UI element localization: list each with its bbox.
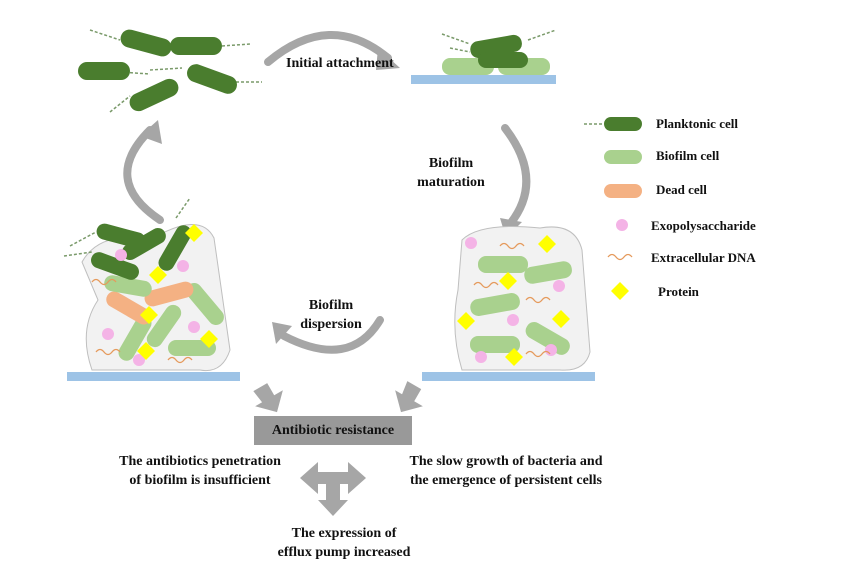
- protein-icon: [611, 282, 629, 300]
- outcome-efflux-pump: The expression of efflux pump increased: [277, 526, 411, 560]
- stage-biofilm-maturation: Biofilm maturation: [417, 156, 485, 190]
- biofilm-cell: [186, 282, 224, 326]
- biofilm-cell: [478, 256, 528, 273]
- extracellular-dna-strands: [473, 242, 551, 358]
- arrow-left-in: [253, 383, 283, 413]
- cross-arrow: [300, 462, 366, 516]
- planktonic-cell: [158, 225, 192, 271]
- resistance-arrows: [253, 381, 423, 413]
- initial-attachment-group: [411, 29, 557, 84]
- arrow-right-in: [395, 381, 423, 413]
- legend-label-protein: Protein: [658, 284, 699, 299]
- extracellular-dna-strands: [91, 278, 193, 364]
- biofilm-cell-icon: [604, 150, 642, 164]
- planktonic-cell: [478, 52, 528, 68]
- dispersing-biofilm-group: [63, 197, 240, 381]
- biofilm-cell: [118, 315, 152, 361]
- stage-initial-attachment: Initial attachment: [286, 56, 394, 71]
- planktonic-cell: [170, 37, 222, 55]
- arrow-biofilm-dispersion: [280, 316, 384, 354]
- mature-biofilm-group: [422, 226, 595, 381]
- arrow-initial-attachment: [264, 30, 392, 66]
- legend-label-planktonic: Planktonic cell: [656, 116, 738, 131]
- arrow-biofilm-maturation: [501, 124, 531, 228]
- protein-markers: [457, 235, 570, 366]
- biofilm-cell: [470, 336, 520, 353]
- legend-label-exopolysaccharide: Exopolysaccharide: [651, 218, 756, 233]
- exopolysaccharide-icon: [616, 219, 628, 231]
- legend-label-dead: Dead cell: [656, 182, 707, 197]
- stage-biofilm-dispersion: Biofilm dispersion: [300, 298, 362, 332]
- biofilm-cell: [525, 322, 570, 355]
- cycle-arrows: [123, 30, 531, 354]
- dead-cell-icon: [604, 184, 642, 198]
- substrate: [67, 372, 240, 381]
- substrate: [422, 372, 595, 381]
- exopolysaccharide-dots: [465, 237, 565, 363]
- extracellular-dna-icon: [607, 253, 633, 261]
- biofilm-cell: [524, 261, 572, 284]
- planktonic-cell: [129, 78, 179, 112]
- biofilm-cell: [146, 304, 182, 348]
- antibiotic-resistance-box: Antibiotic resistance: [254, 416, 412, 445]
- legend-icons: [584, 117, 642, 300]
- dead-cell: [106, 291, 152, 325]
- dead-cell: [144, 281, 194, 307]
- protein-markers: [137, 224, 218, 360]
- planktonic-cell: [187, 64, 237, 94]
- arrow-back-to-planktonic: [123, 126, 164, 224]
- outcome-slow-growth: The slow growth of bacteria and the emer…: [409, 454, 603, 488]
- outcome-penetration: The antibiotics penetration of biofilm i…: [119, 454, 281, 488]
- planktonic-cells-group: [78, 29, 262, 113]
- planktonic-cell: [78, 62, 130, 80]
- legend-label-biofilm: Biofilm cell: [656, 148, 720, 163]
- biofilm-cell: [470, 293, 520, 316]
- planktonic-cell: [122, 228, 166, 260]
- planktonic-cell-icon: [584, 117, 642, 131]
- substrate: [411, 75, 556, 84]
- biofilm-cell: [104, 275, 152, 297]
- planktonic-cell: [120, 29, 172, 57]
- biofilm-cell: [168, 340, 216, 356]
- planktonic-cell: [91, 252, 139, 280]
- legend-label-extracellular-dna: Extracellular DNA: [651, 250, 756, 265]
- exopolysaccharide-dots: [102, 249, 200, 366]
